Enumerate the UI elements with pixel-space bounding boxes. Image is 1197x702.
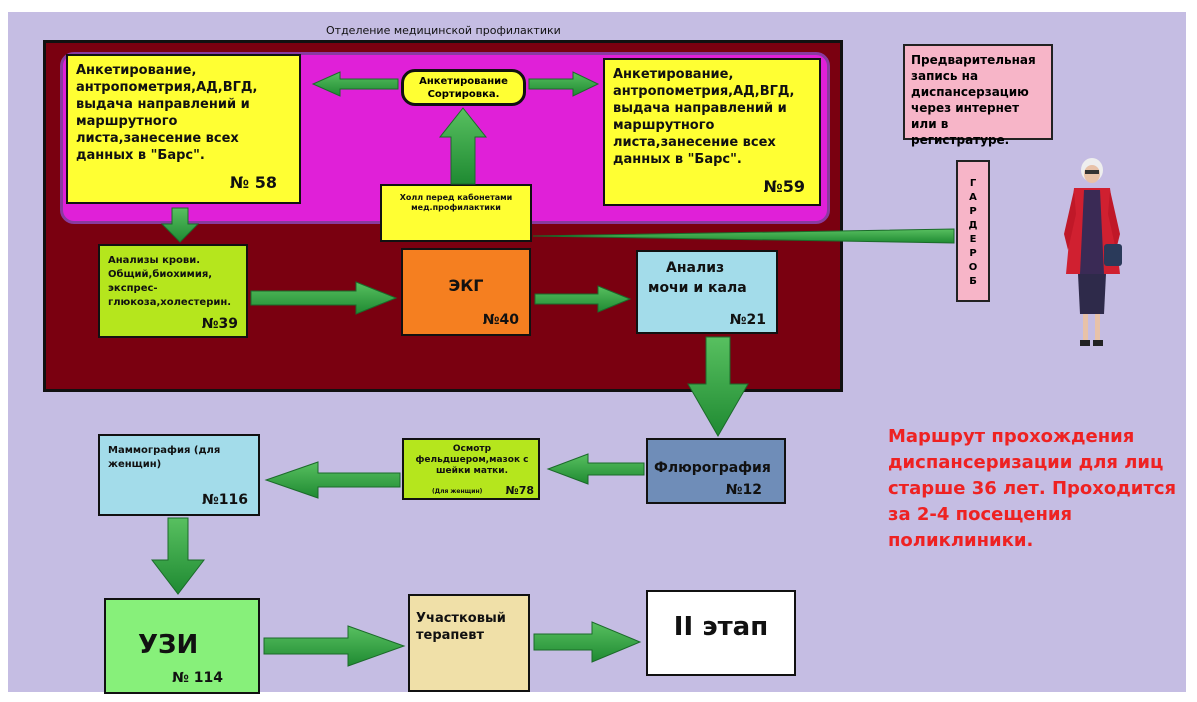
wardrobe-letter: Г — [969, 178, 977, 189]
urine-line2: мочи и кала — [648, 280, 747, 296]
wardrobe-letter: О — [968, 262, 978, 273]
hall-box: Холл перед кабонетами мед.профилактики — [380, 184, 532, 242]
ekg-number: №40 — [482, 312, 519, 328]
arrow-blood-to-ekg — [250, 281, 398, 315]
urine-line1: Анализ — [666, 260, 725, 276]
therapist-box: Участковый терапевт — [408, 594, 530, 692]
fluorography-title: Флюрография — [654, 460, 771, 476]
ultrasound-number: № 114 — [172, 670, 223, 686]
blood-analysis-number: №39 — [201, 316, 238, 332]
sorting-oval: Анкетирование Сортировка. — [401, 69, 526, 106]
wardrobe-box: Г А Р Д Е Р О Б — [956, 160, 990, 302]
flow-arrows — [150, 71, 955, 667]
exam-note: (Для женщин) — [432, 488, 483, 495]
arrow-sorting-to-58 — [311, 71, 399, 97]
arrow-hall-to-sorting — [438, 107, 488, 185]
room-59-text: Анкетирование, антропометрия,АД,ВГД, выд… — [613, 67, 795, 167]
sorting-line2: Сортировка. — [427, 89, 500, 100]
blood-analysis-text: Анализы крови. Общий,биохимия, экспрес-г… — [108, 255, 232, 308]
room-58-text: Анкетирование, антропометрия,АД,ВГД, выд… — [76, 63, 258, 163]
mammography-text: Маммография (для женщин) — [108, 445, 221, 470]
pre-registration-text: Предварительная запись на диспансерзацию… — [911, 53, 1036, 147]
arrow-58-to-blood — [160, 207, 200, 243]
urine-number: №21 — [729, 312, 766, 328]
fluorography-box: Флюрография №12 — [646, 438, 786, 504]
fluorography-number: №12 — [725, 482, 762, 498]
route-description: Маршрут прохождения диспансеризации для … — [888, 424, 1188, 554]
ultrasound-box: УЗИ № 114 — [104, 598, 260, 694]
sorting-line1: Анкетирование — [419, 76, 508, 87]
therapist-text: Участковый терапевт — [416, 611, 506, 643]
arrow-therapist-to-stage-two — [533, 621, 642, 663]
pre-registration-box: Предварительная запись на диспансерзацию… — [903, 44, 1053, 147]
urine-analysis-box: Анализ мочи и кала №21 — [636, 250, 778, 334]
wardrobe-letter: Р — [969, 248, 977, 259]
stage-two-box: II этап — [646, 590, 796, 676]
arrow-wardrobe-to-hall — [532, 228, 955, 244]
arrow-sorting-to-59 — [528, 71, 600, 97]
exam-text: Осмотр фельдшером,мазок с шейки матки. — [415, 444, 529, 476]
exam-number: №78 — [505, 484, 534, 497]
ekg-title: ЭКГ — [448, 276, 484, 295]
arrow-urine-to-fluorography — [687, 336, 749, 438]
wardrobe-letter: Д — [968, 220, 978, 231]
blood-analysis-box: Анализы крови. Общий,биохимия, экспрес-г… — [98, 244, 248, 338]
arrow-mammography-to-ultrasound — [150, 517, 206, 595]
wardrobe-letter: Е — [969, 234, 977, 245]
exam-box: Осмотр фельдшером,мазок с шейки матки. (… — [402, 438, 540, 500]
patient-figure — [1064, 158, 1122, 346]
mammography-number: №116 — [201, 492, 248, 508]
arrow-exam-to-mammography — [264, 461, 401, 499]
diagram-canvas: Отделение медицинской профилактики Анкет… — [8, 12, 1188, 694]
mammography-box: Маммография (для женщин) №116 — [98, 434, 260, 516]
stage-two-title: II этап — [673, 612, 769, 642]
room-59-box: Анкетирование, антропометрия,АД,ВГД, выд… — [603, 58, 821, 206]
room-58-number: № 58 — [229, 173, 277, 192]
room-58-box: Анкетирование, антропометрия,АД,ВГД, выд… — [66, 54, 301, 204]
arrow-ultrasound-to-therapist — [263, 625, 406, 667]
hall-text: Холл перед кабонетами мед.профилактики — [399, 193, 513, 212]
wardrobe-letter: А — [969, 192, 977, 203]
room-59-number: №59 — [763, 177, 805, 196]
department-title: Отделение медицинской профилактики — [326, 24, 561, 37]
ultrasound-title: УЗИ — [138, 630, 199, 660]
ekg-box: ЭКГ №40 — [401, 248, 531, 336]
route-description-text: Маршрут прохождения диспансеризации для … — [888, 426, 1177, 551]
wardrobe-letter: Б — [969, 276, 977, 287]
arrow-fluorography-to-exam — [546, 453, 645, 485]
arrow-ekg-to-urine — [534, 285, 632, 313]
wardrobe-letter: Р — [969, 206, 977, 217]
